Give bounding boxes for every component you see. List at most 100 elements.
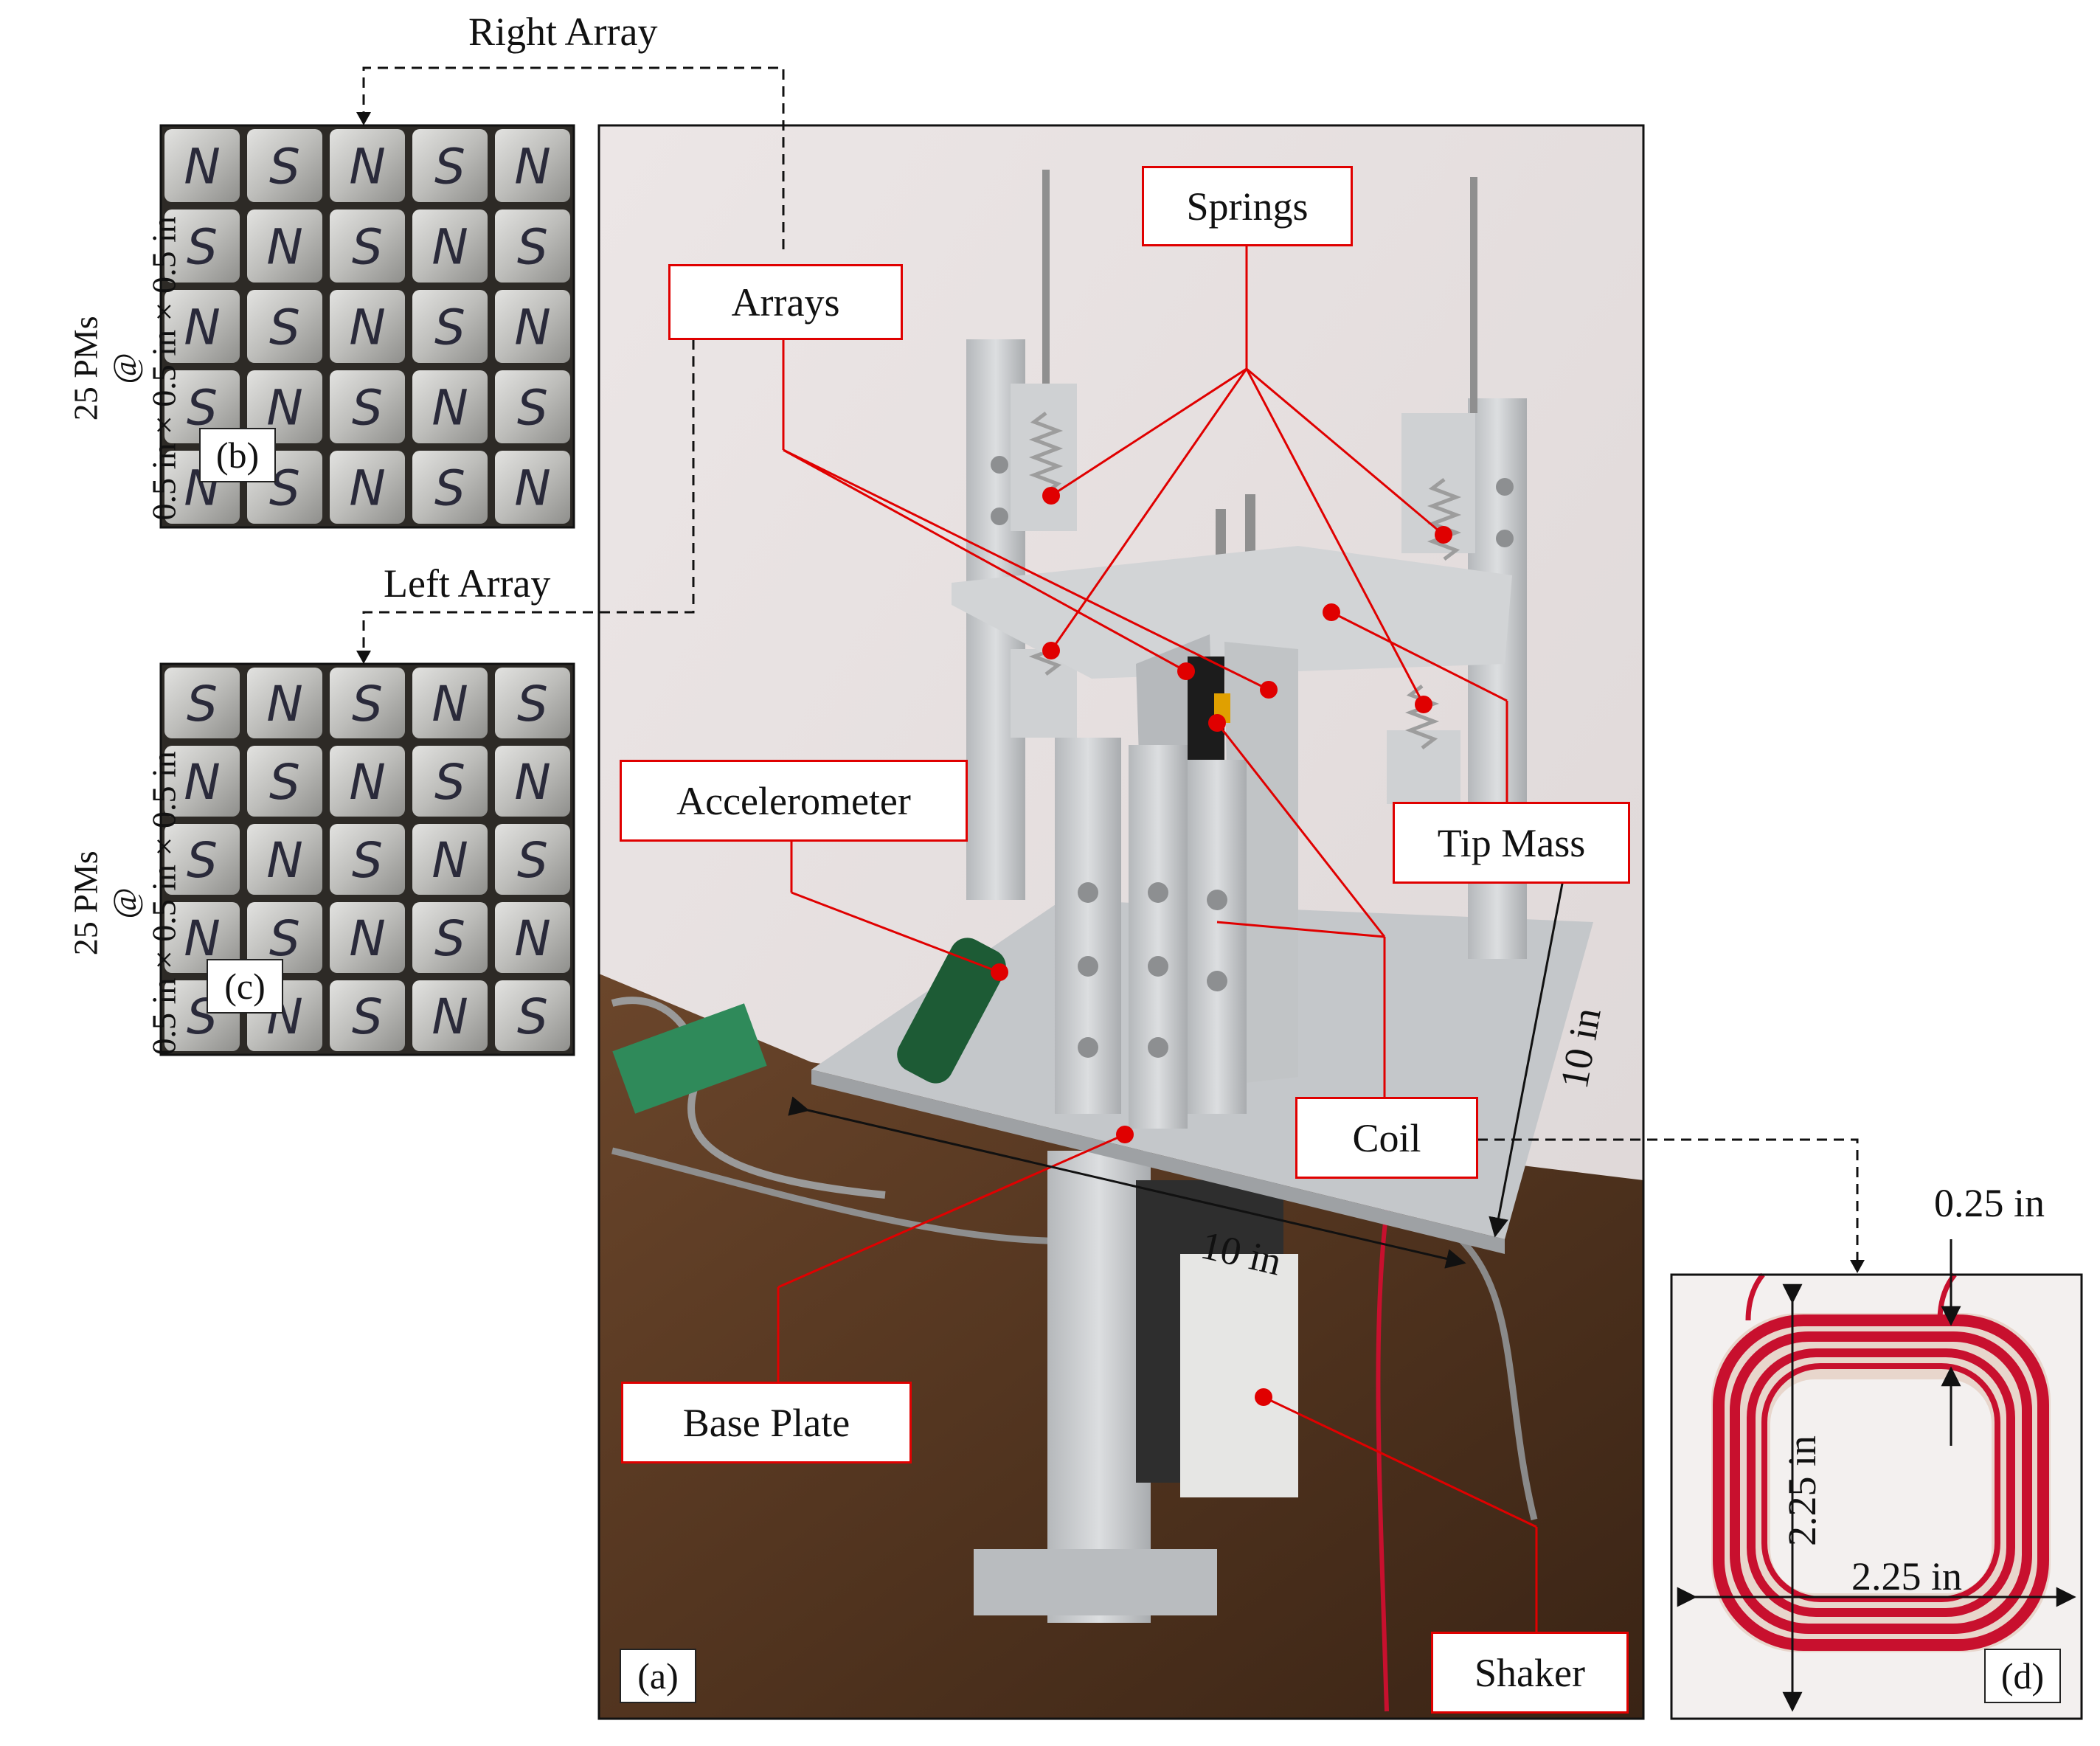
right-array-pole-label: N — [349, 299, 385, 356]
left-array-magnet — [495, 746, 570, 817]
right-array-pole-label: N — [184, 299, 220, 356]
spec-size-label: 0.5 in × 0.5 in × 0.5 in — [145, 751, 183, 1056]
left-array-pole-label: N — [432, 676, 468, 732]
right-array-pole-label: N — [432, 219, 468, 276]
left-array-pole-label: N — [514, 910, 550, 967]
springs-callout: Springs — [1142, 166, 1353, 246]
left-array-magnet — [495, 824, 570, 895]
left-array-magnet — [330, 824, 405, 895]
right-array-pole-label: S — [434, 139, 465, 195]
right-array-magnet — [247, 370, 322, 443]
left-array-magnet — [164, 824, 240, 895]
right-array-pole-label: N — [514, 139, 550, 195]
right-array-magnet — [247, 209, 322, 283]
right-array-magnet — [330, 451, 405, 524]
left-array-magnet — [164, 668, 240, 738]
left-array-magnet — [247, 668, 322, 738]
panel-c-border — [159, 662, 575, 1056]
coil-callout: Coil — [1295, 1097, 1478, 1179]
accelerometer-callout: Accelerometer — [620, 760, 968, 842]
right-array-magnet — [412, 290, 488, 363]
left-array-magnet — [412, 980, 488, 1051]
left-array-magnet — [330, 902, 405, 973]
left-array-magnet — [495, 902, 570, 973]
left-array-magnet — [247, 746, 322, 817]
right-array-magnet — [495, 451, 570, 524]
right-array-pole-label: N — [432, 380, 468, 437]
spec-at-label: @ — [105, 887, 144, 919]
left-array-pole-label: S — [187, 832, 218, 889]
left-array-pole-label: S — [269, 754, 300, 811]
left-array-title: Left Array — [384, 561, 551, 606]
spec-count-label: 25 PMs — [66, 851, 105, 956]
panel-a-photo — [599, 125, 1643, 1719]
right-array-magnet — [330, 209, 405, 283]
right-array-magnet — [412, 451, 488, 524]
dashed-connectors — [362, 66, 1859, 1263]
right-array-magnet — [164, 290, 240, 363]
coil-height-dimension: 2.25 in — [1780, 1435, 1825, 1547]
panel-c-tag: (c) — [207, 959, 283, 1014]
right-array-magnet — [495, 129, 570, 202]
right-array-pole-label: S — [352, 380, 383, 437]
right-array-magnet — [330, 129, 405, 202]
left-array-pole-label: S — [434, 910, 465, 967]
right-array-magnet — [164, 370, 240, 443]
right-array-pole-label: S — [187, 380, 218, 437]
left-array-pole-label: S — [352, 832, 383, 889]
left-array-pole-label: N — [184, 910, 220, 967]
right-array-pole-label: S — [517, 380, 548, 437]
left-array-pole-label: N — [184, 754, 220, 811]
right-array-title: Right Array — [468, 10, 658, 54]
right-array-pole-label: N — [349, 139, 385, 195]
panel-a-border — [597, 124, 1645, 1720]
left-array-magnet — [330, 980, 405, 1051]
panel-d-tag: (d) — [1984, 1649, 2061, 1703]
right-array-magnet — [247, 290, 322, 363]
left-array-pole-label: S — [269, 910, 300, 967]
left-array-magnet — [412, 824, 488, 895]
spec-at-label: @ — [105, 353, 144, 384]
left-array-magnet — [412, 746, 488, 817]
left-array-magnet — [164, 902, 240, 973]
left-array-magnet — [330, 668, 405, 738]
right-array-pole-label: S — [187, 219, 218, 276]
left-array-magnet — [412, 668, 488, 738]
right-array-magnet — [495, 370, 570, 443]
right-array-magnet — [330, 370, 405, 443]
spec-size-label: 0.5 in × 0.5 in × 0.5 in — [145, 216, 183, 521]
shaker-callout: Shaker — [1431, 1632, 1629, 1714]
right-array-pole-label: N — [514, 299, 550, 356]
left-array-pole-label: N — [349, 910, 385, 967]
left-array-magnet — [495, 668, 570, 738]
left-array-pole-label: S — [517, 988, 548, 1045]
right-array-magnet — [330, 290, 405, 363]
panel-d-border — [1670, 1273, 2083, 1720]
left-array-magnet — [495, 980, 570, 1051]
left-array-pole-label: N — [266, 676, 302, 732]
right-array-magnet — [495, 209, 570, 283]
panel-b-border — [159, 124, 575, 529]
right-array-pole-label: S — [517, 219, 548, 276]
right-array-pole-label: S — [352, 219, 383, 276]
left-array-pole-label: S — [517, 832, 548, 889]
left-array-magnet — [412, 902, 488, 973]
callout-lines — [777, 242, 1538, 1632]
left-array-magnet — [330, 746, 405, 817]
right-array-pole-label: N — [266, 380, 302, 437]
right-array-pole-label: N — [514, 460, 550, 517]
left-array-pole-label: N — [432, 988, 468, 1045]
left-array-spec: 25 PMs @ 0.5 in × 0.5 in × 0.5 in — [67, 689, 184, 1117]
left-array-pole-label: S — [352, 988, 383, 1045]
right-array-pole-label: N — [349, 460, 385, 517]
left-array-pole-label: N — [432, 832, 468, 889]
right-array-magnet — [495, 290, 570, 363]
left-array-magnet — [247, 902, 322, 973]
panel-b-tag: (b) — [199, 428, 276, 482]
left-array-magnet — [164, 746, 240, 817]
left-array-pole-label: S — [434, 754, 465, 811]
spec-count-label: 25 PMs — [66, 316, 105, 421]
right-array-pole-label: S — [269, 299, 300, 356]
left-array-pole-label: N — [266, 832, 302, 889]
